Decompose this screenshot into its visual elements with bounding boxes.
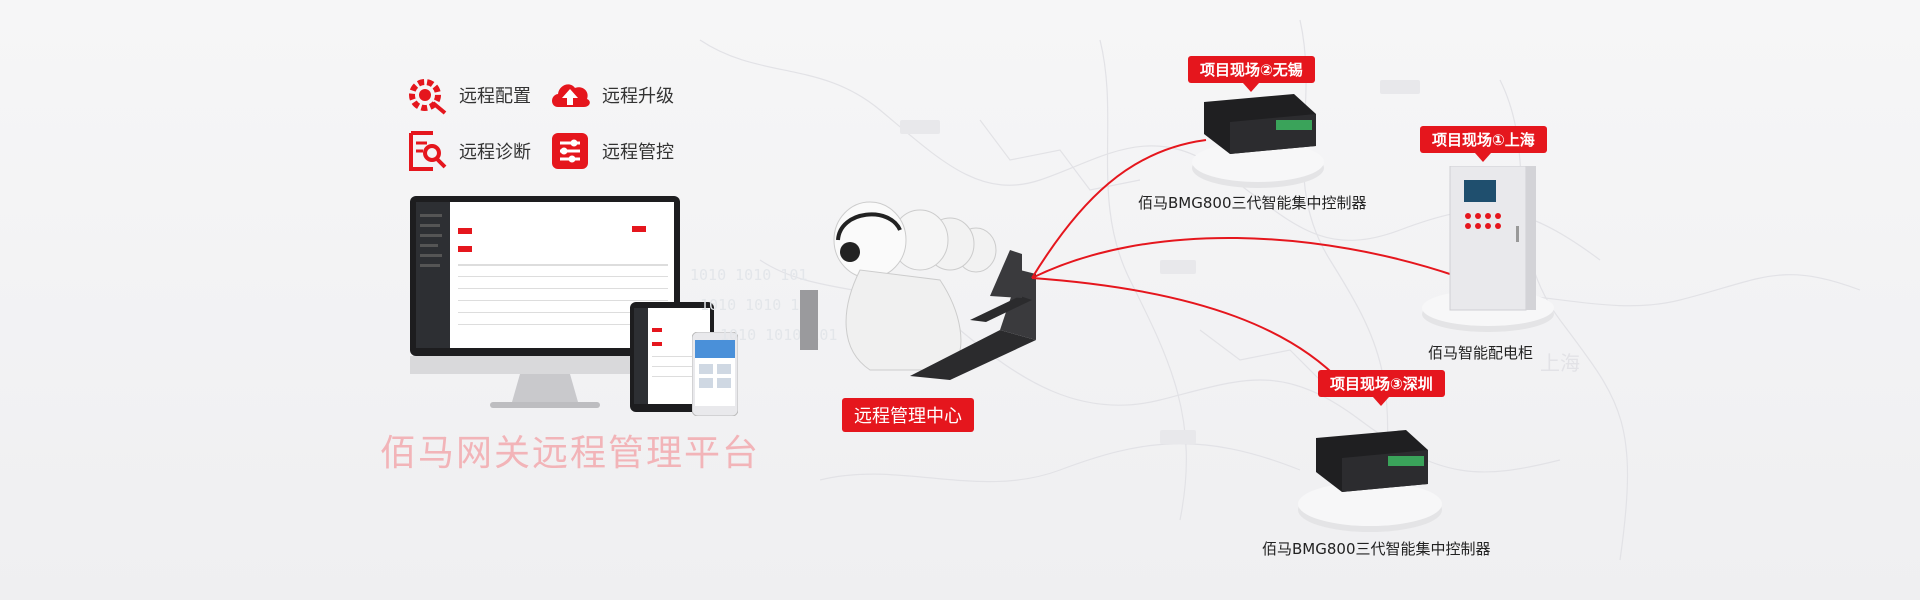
site-caption-wuxi: 佰马BMG800三代智能集中控制器 (1138, 194, 1367, 212)
cloud-upload-icon (548, 73, 592, 117)
feature-remote-control: 远程管控 (548, 128, 674, 174)
feature-remote-diagnosis: 远程诊断 (405, 128, 531, 174)
sliders-icon (548, 129, 592, 173)
link-shanghai (1031, 237, 1457, 279)
site-tag-shanghai: 项目现场①上海 (1420, 126, 1547, 162)
feature-label: 远程管控 (602, 142, 674, 163)
feature-label: 远程诊断 (459, 142, 531, 163)
site-tag-shenzhen: 项目现场③深圳 (1318, 370, 1445, 406)
distribution-cabinet (1420, 165, 1556, 332)
link-wuxi (1031, 139, 1207, 279)
operators-illustration (800, 200, 1040, 380)
feature-remote-config: 远程配置 (405, 72, 531, 118)
feature-label: 远程配置 (459, 86, 531, 107)
controller-device-wuxi (1190, 90, 1326, 190)
site-tag-wuxi: 项目现场②无锡 (1188, 56, 1315, 92)
document-search-icon (405, 129, 449, 173)
platform-title: 佰马网关远程管理平台 (380, 433, 761, 474)
feature-remote-upgrade: 远程升级 (548, 72, 674, 118)
map-city-label: 上海 (1540, 351, 1580, 375)
feature-label: 远程升级 (602, 86, 674, 107)
binary-decoration: 1010 1010 101 (700, 296, 818, 314)
binary-decoration: 1010 1010 101 (690, 266, 808, 284)
gear-search-icon (405, 73, 449, 117)
remote-center-label: 远程管理中心 (842, 398, 974, 432)
phone-illustration (691, 331, 739, 417)
controller-device-shenzhen (1296, 424, 1444, 534)
site-caption-shanghai: 佰马智能配电柜 (1428, 344, 1534, 362)
link-shenzhen (1031, 277, 1353, 395)
site-caption-shenzhen: 佰马BMG800三代智能集中控制器 (1262, 540, 1491, 558)
monitor-illustration (410, 196, 680, 416)
